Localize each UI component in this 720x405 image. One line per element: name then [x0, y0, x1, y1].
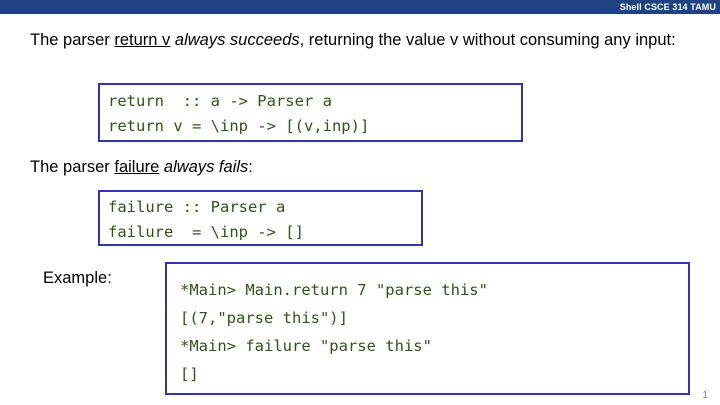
- code-line: failure = \inp -> []: [108, 223, 304, 241]
- example-label: Example:: [43, 269, 112, 287]
- paragraph-return-description: The parser return v always succeeds, ret…: [30, 30, 680, 51]
- para-failure-suffix: :: [248, 158, 253, 176]
- code-box-failure-definition: failure :: Parser a failure = \inp -> []: [98, 190, 423, 246]
- para-failure-underlined-term: failure: [114, 158, 160, 176]
- para-return-suffix: , returning the value v without consumin…: [299, 31, 676, 49]
- paragraph-failure-description: The parser failure always fails:: [30, 157, 680, 178]
- code-line: return :: a -> Parser a: [108, 92, 332, 110]
- para-failure-prefix: The parser: [30, 158, 115, 176]
- para-failure-italic-phrase: always fails: [159, 158, 249, 176]
- para-return-prefix: The parser: [30, 31, 115, 49]
- slide-header-bar: Shell CSCE 314 TAMU: [0, 0, 720, 14]
- code-line: *Main> Main.return 7 "parse this": [180, 281, 488, 299]
- code-line: [(7,"parse this")]: [180, 309, 348, 327]
- code-line: *Main> failure "parse this": [180, 337, 432, 355]
- slide-content-area: The parser return v always succeeds, ret…: [0, 14, 720, 405]
- course-title-label: Shell CSCE 314 TAMU: [619, 2, 716, 12]
- code-line: []: [180, 365, 199, 383]
- code-line: return v = \inp -> [(v,inp)]: [108, 117, 370, 135]
- page-number: 1: [702, 390, 708, 401]
- code-box-return-definition: return :: a -> Parser a return v = \inp …: [98, 83, 523, 142]
- para-return-underlined-term: return v: [114, 31, 171, 49]
- code-box-example-session: *Main> Main.return 7 "parse this" [(7,"p…: [165, 262, 690, 395]
- para-return-italic-phrase: always succeeds: [170, 31, 300, 49]
- code-line: failure :: Parser a: [108, 198, 286, 216]
